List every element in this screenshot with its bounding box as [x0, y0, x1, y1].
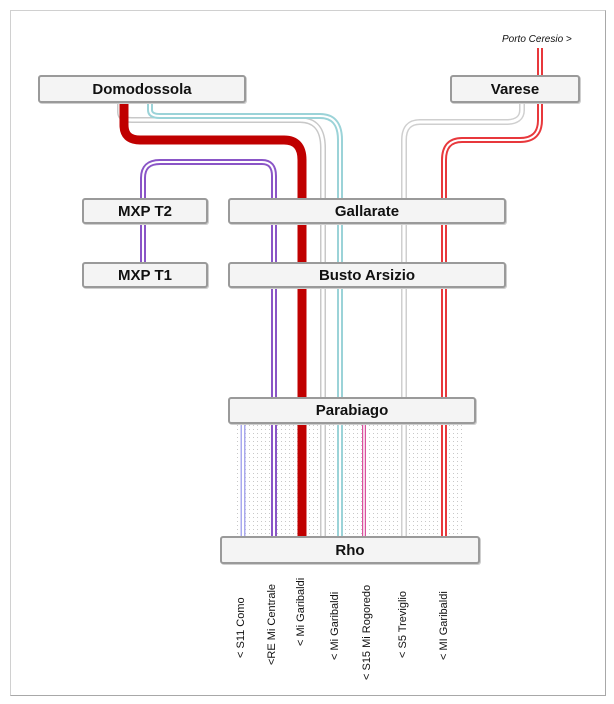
station-busto-arsizio[interactable]: Busto Arsizio [228, 262, 506, 288]
station-rho[interactable]: Rho [220, 536, 480, 564]
destination-mi-garibaldi-1: < Mi Garibaldi [295, 577, 307, 646]
destination-mi-garibaldi-3: < MI Garibaldi [438, 591, 450, 660]
destination-s11-como: < S11 Como [235, 597, 247, 658]
destination-s5-treviglio: < S5 Treviglio [397, 591, 409, 658]
porto-ceresio-label: Porto Ceresio > [502, 34, 572, 45]
track-bundle-area [234, 424, 462, 536]
destination-s15-mi-rogoredo: < S15 Mi Rogoredo [361, 584, 373, 680]
destination-re-mi-centrale: <RE Mi Centrale [266, 583, 278, 665]
route-darkred-domodossola [119, 103, 307, 540]
station-gallarate[interactable]: Gallarate [228, 198, 506, 224]
station-domodossola[interactable]: Domodossola [38, 75, 246, 103]
station-mxp-t1[interactable]: MXP T1 [82, 262, 208, 288]
station-mxp-t2[interactable]: MXP T2 [82, 198, 208, 224]
station-varese[interactable]: Varese [450, 75, 580, 103]
destination-mi-garibaldi-2: < Mi Garibaldi [329, 591, 341, 660]
station-parabiago[interactable]: Parabiago [228, 397, 476, 424]
